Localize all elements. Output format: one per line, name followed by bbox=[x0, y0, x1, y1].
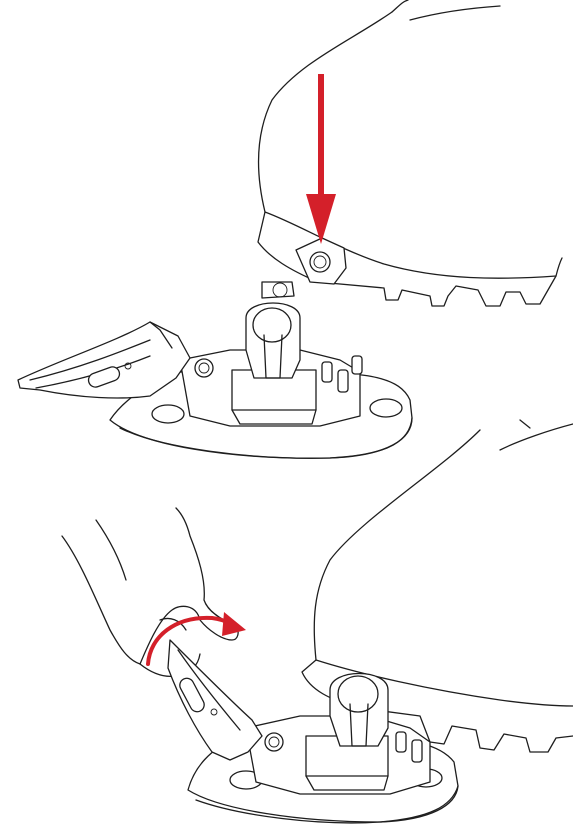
panel-step-2 bbox=[62, 420, 573, 823]
boot-1 bbox=[258, 0, 562, 306]
panel-step-1 bbox=[18, 0, 562, 458]
hand bbox=[62, 508, 238, 700]
binding-1 bbox=[18, 282, 412, 458]
